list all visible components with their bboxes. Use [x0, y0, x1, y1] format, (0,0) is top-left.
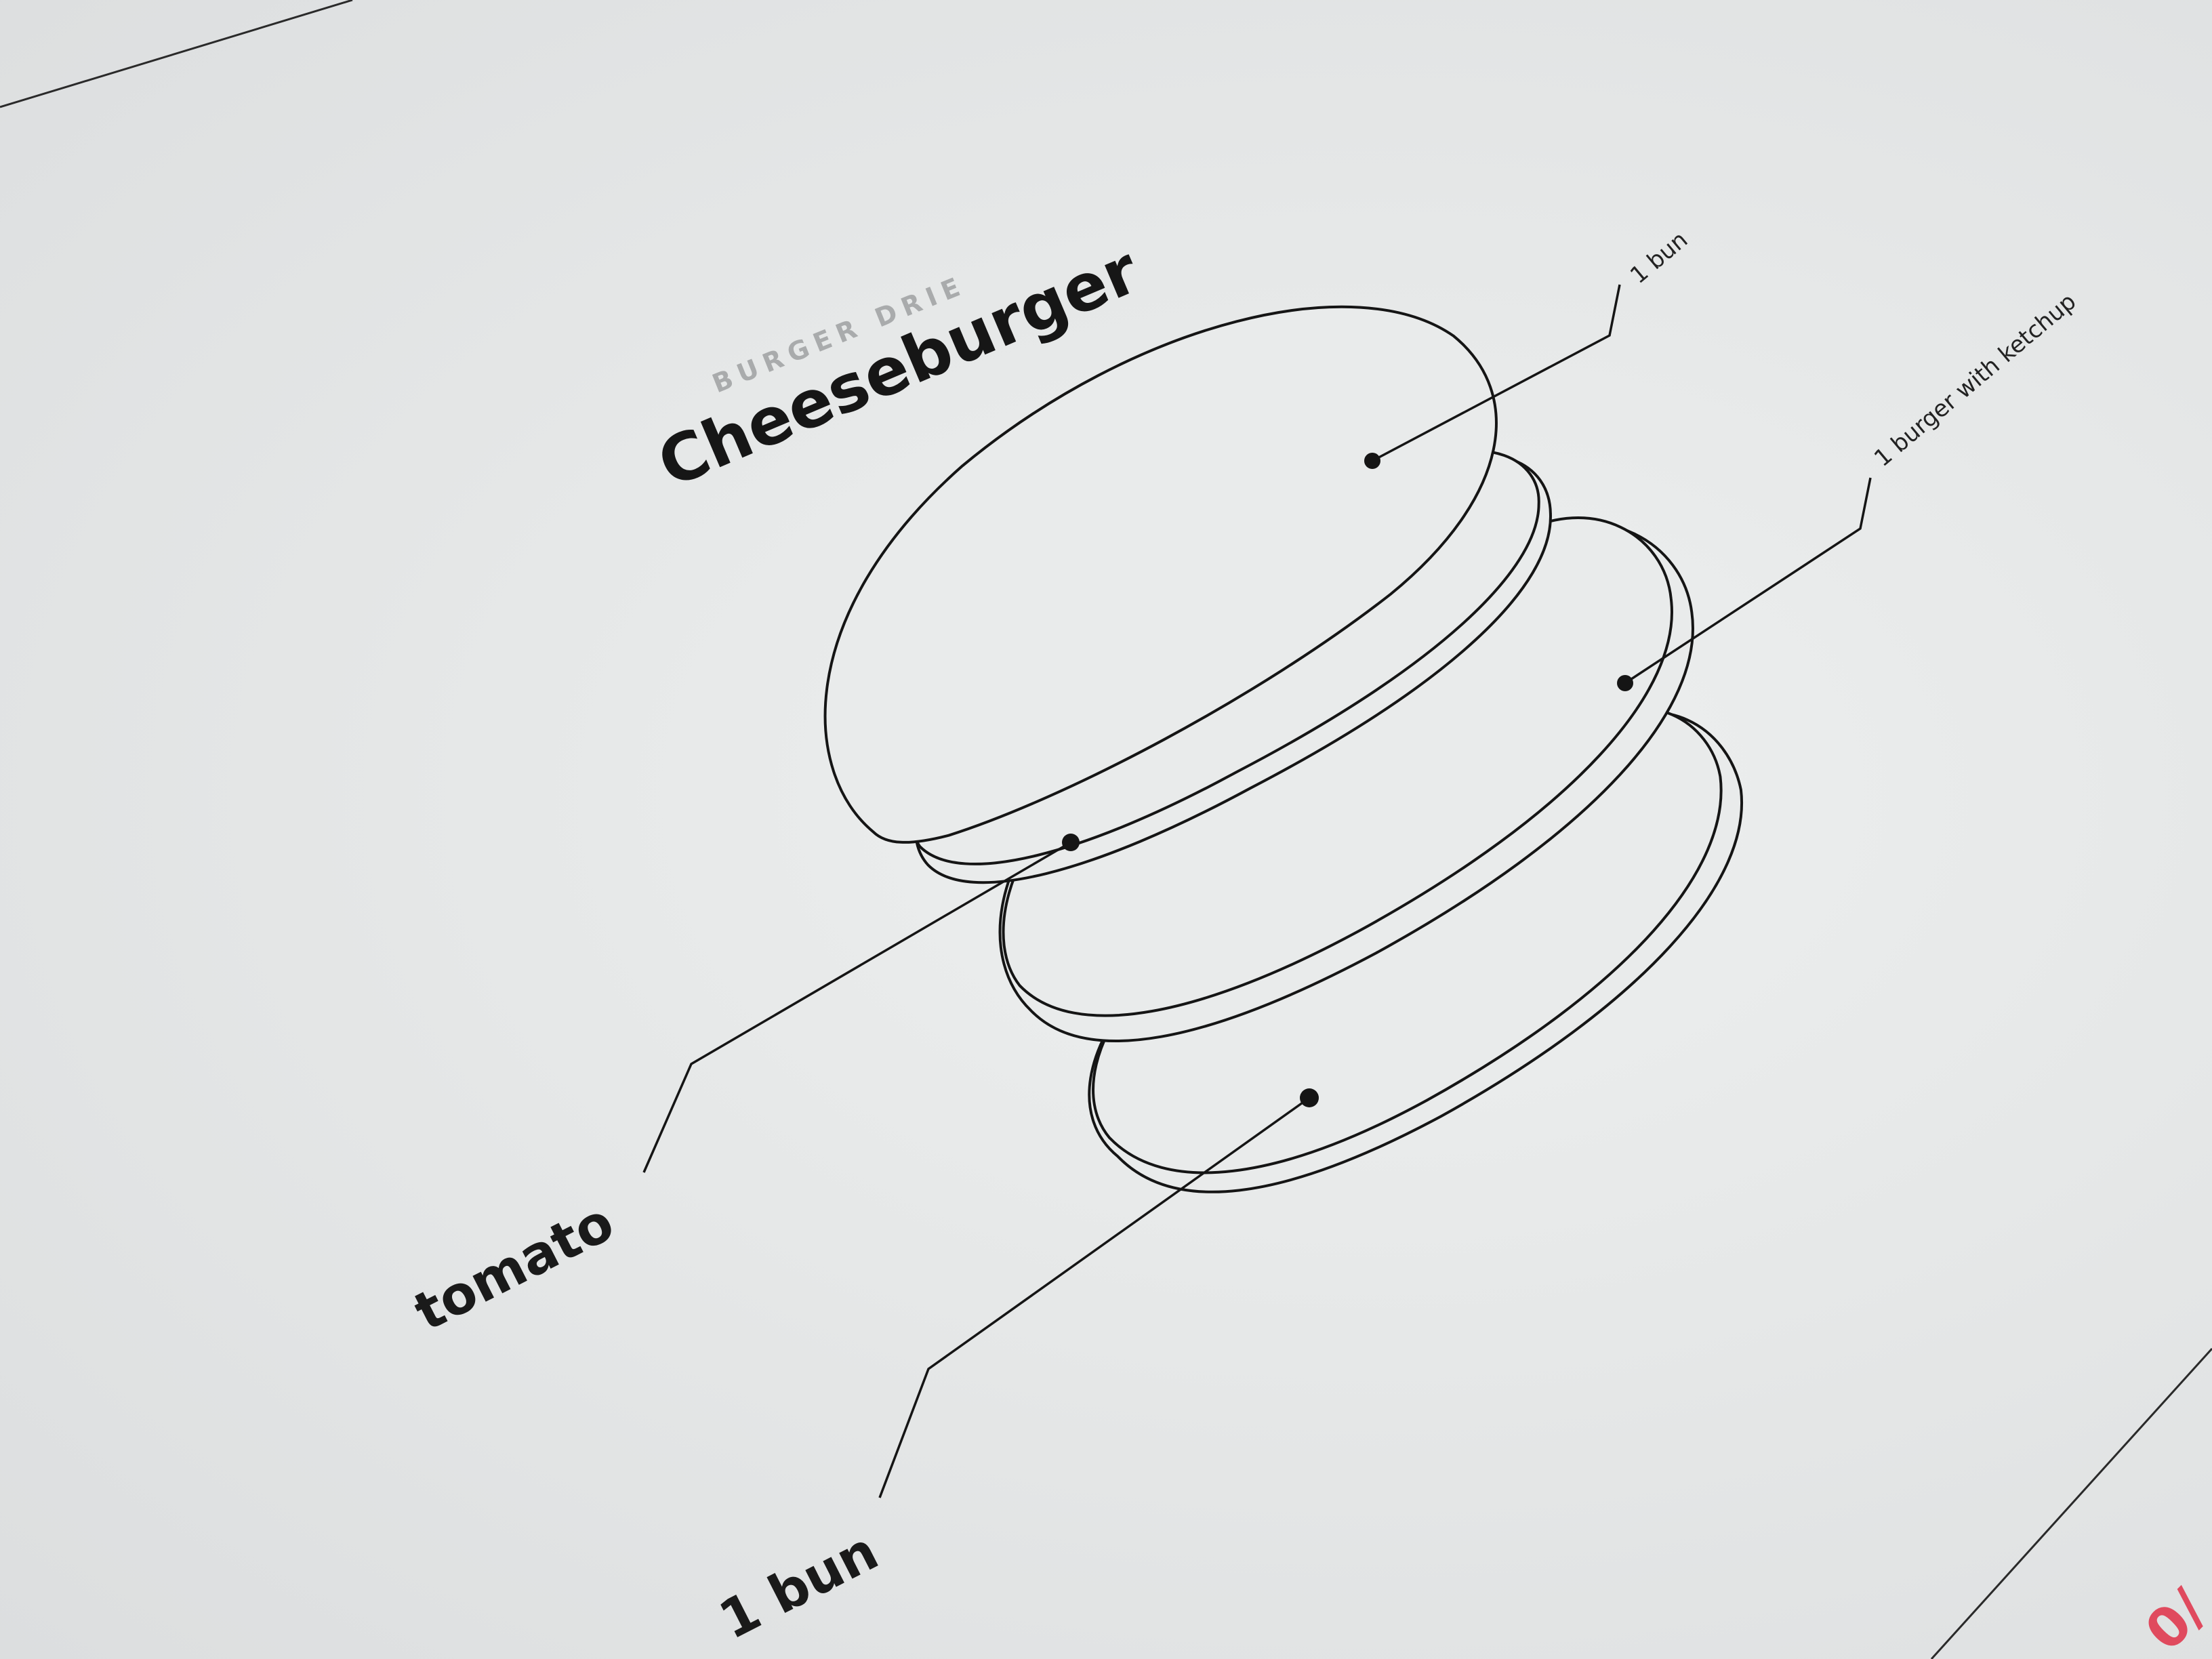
dot-tomato [1062, 834, 1080, 851]
page-border-bottom-right [1930, 1347, 2212, 1659]
dot-top-bun [1364, 453, 1380, 469]
label-top-bun: 1 bun [1625, 226, 1693, 289]
label-bottom-bun: 1 bun [710, 1521, 888, 1652]
label-patty: 1 burger with ketchup [1869, 288, 2081, 472]
leader-bottom-bun [878, 1097, 1311, 1498]
callout-leaders [642, 284, 1872, 1498]
leader-top-bun [1372, 284, 1621, 462]
red-text-fragment: 0/ [2133, 1577, 2212, 1659]
top-bun-layer [823, 305, 1498, 844]
cheeseburger-illustration [823, 305, 1743, 1193]
label-tomato: tomato [405, 1191, 623, 1343]
dot-bottom-bun [1300, 1088, 1319, 1107]
leader-tomato [642, 841, 1071, 1173]
page-border-top-left [0, 0, 353, 108]
dot-patty [1617, 675, 1633, 691]
patty-layer [998, 516, 1694, 1042]
leader-patty [1624, 477, 1872, 684]
